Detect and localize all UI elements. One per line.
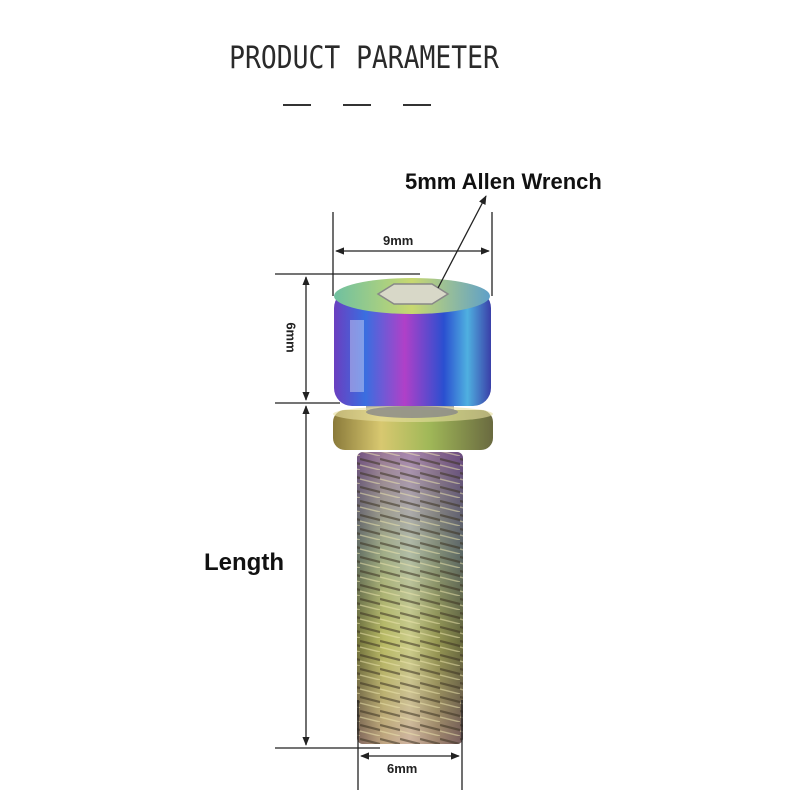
- dimension-head-height: [275, 273, 420, 404]
- dimension-head-width: [332, 212, 493, 296]
- head-height-label: 6mm: [283, 322, 299, 353]
- wrench-size-label: 5mm Allen Wrench: [405, 169, 602, 194]
- thread-diameter-label: 6mm: [387, 761, 418, 776]
- wrench-leader-line: [437, 195, 487, 289]
- divider-dash: [403, 104, 431, 106]
- length-label: Length: [204, 549, 284, 576]
- divider-dash: [283, 104, 311, 106]
- bolt-head: [334, 278, 491, 406]
- bolt-washer: [333, 406, 493, 450]
- dimension-length: [275, 405, 380, 749]
- dimension-thread-diameter: [357, 700, 463, 790]
- bolt-thread: [357, 452, 463, 744]
- head-width-label: 9mm: [383, 233, 414, 248]
- page-title: PRODUCT PARAMETER: [229, 40, 499, 76]
- hex-socket-icon: [376, 283, 450, 305]
- divider-dash: [343, 104, 371, 106]
